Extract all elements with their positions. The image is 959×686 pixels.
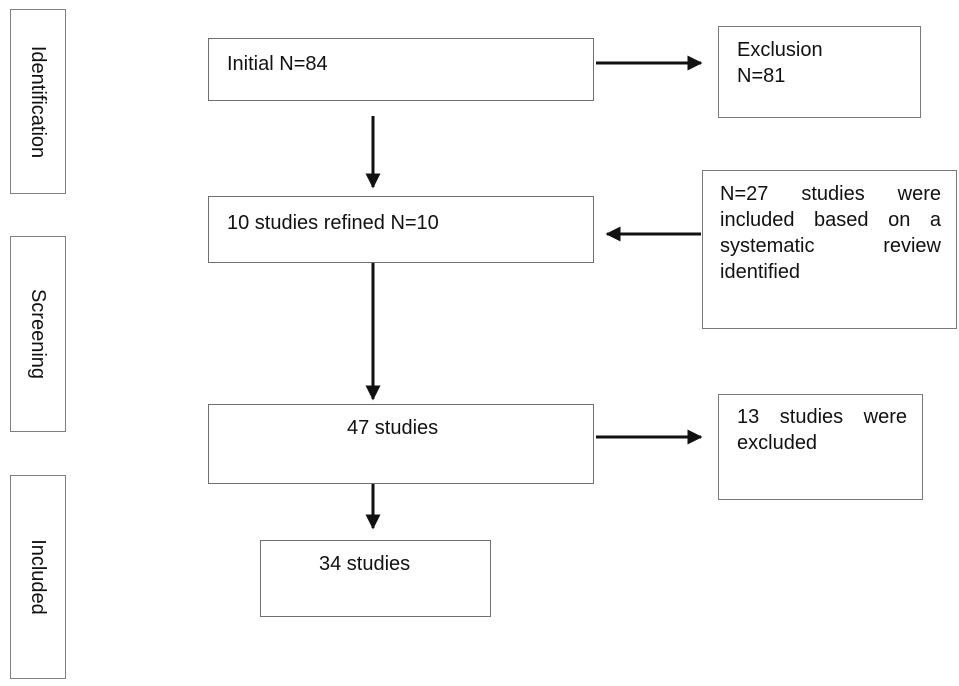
screened-studies-box: 47 studies [208,404,594,484]
included-studies-text: 34 studies [319,553,411,575]
refined-studies-text: 10 studies refined N=10 [227,212,439,234]
stage-screening-box: Screening [10,236,66,432]
included-studies-box: 34 studies [260,540,491,617]
excluded-after-screening-box: 13 studies were excluded [718,394,923,500]
initial-records-box: Initial N=84 [208,38,594,101]
excluded-after-screening-text: 13 studies were excluded [737,406,907,454]
exclusion-count: N=81 [737,65,786,87]
exclusion-box: Exclusion N=81 [718,26,921,118]
stage-screening-label: Screening [27,288,49,380]
review-addition-text: N=27 studies were included based on a sy… [720,183,941,283]
stage-identification-label: Identification [27,45,49,158]
screened-studies-text: 47 studies [347,417,439,439]
stage-included-box: Included [10,475,66,679]
stage-included-label: Included [27,539,49,615]
stage-identification-box: Identification [10,9,66,194]
refined-studies-box: 10 studies refined N=10 [208,196,594,263]
review-addition-box: N=27 studies were included based on a sy… [702,170,957,329]
initial-records-text: Initial N=84 [227,53,328,75]
exclusion-title: Exclusion [737,39,823,61]
